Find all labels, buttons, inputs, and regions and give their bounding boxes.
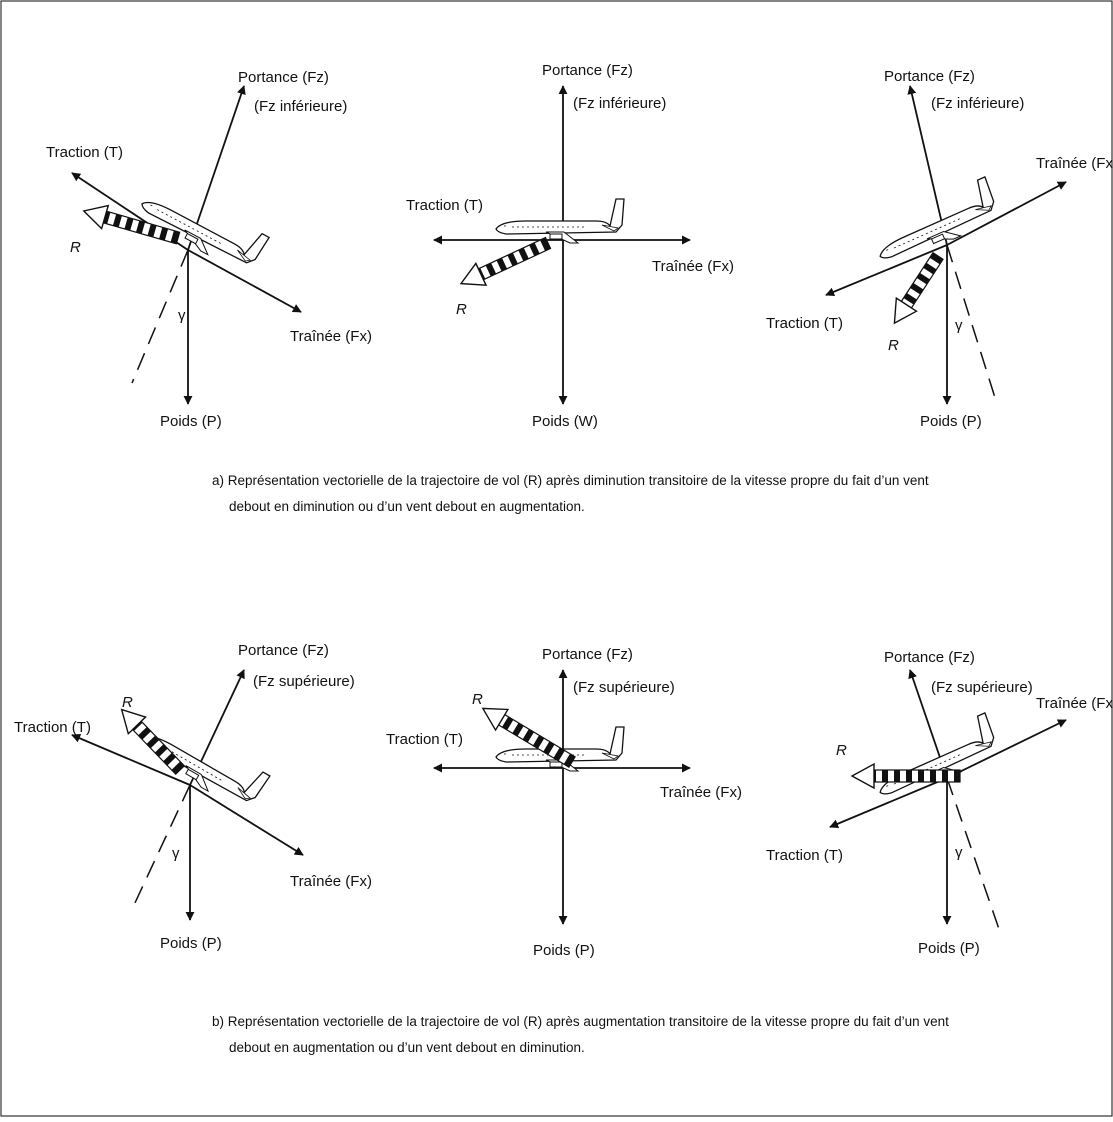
diagram-b3: Portance (Fz) (Fz supérieure) Traînée (F… — [766, 649, 1113, 957]
label-thrust: Traction (T) — [766, 847, 843, 864]
label-resultant: R — [836, 742, 847, 759]
resultant-vector — [850, 762, 961, 790]
diagram-b2: Portance (Fz) (Fz supérieure) R Traction… — [386, 646, 742, 959]
lift-arrow — [907, 85, 948, 246]
caption-a-line2: debout en diminution ou d’un vent debout… — [229, 499, 585, 514]
label-weight: Poids (P) — [160, 413, 222, 430]
diagram-a3: Portance (Fz) (Fz inférieure) Traînée (F… — [766, 68, 1113, 430]
diagram-b1: Portance (Fz) (Fz supérieure) R Traction… — [14, 642, 372, 952]
label-lift-note: (Fz supérieure) — [931, 679, 1033, 696]
label-drag: Traînée (Fx) — [1036, 155, 1113, 172]
resultant-vector — [120, 708, 186, 776]
label-lift-note: (Fz inférieure) — [254, 98, 347, 115]
label-lift: Portance (Fz) — [238, 69, 329, 86]
diagram-a2: Portance (Fz) (Fz inférieure) Traction (… — [406, 62, 734, 430]
label-thrust: Traction (T) — [406, 197, 483, 214]
label-lift: Portance (Fz) — [884, 649, 975, 666]
label-weight: Poids (P) — [920, 413, 982, 430]
label-resultant: R — [456, 301, 467, 318]
label-resultant: R — [472, 691, 483, 708]
airplane-icon — [867, 712, 1004, 806]
thrust-arrow — [829, 777, 948, 829]
flight-path-line — [133, 784, 191, 906]
label-lift-note: (Fz inférieure) — [573, 95, 666, 112]
label-lift: Portance (Fz) — [884, 68, 975, 85]
drag-arrow — [187, 249, 302, 313]
resultant-vector — [459, 236, 552, 286]
label-drag: Traînée (Fx) — [290, 328, 372, 345]
label-lift: Portance (Fz) — [542, 62, 633, 79]
label-drag: Traînée (Fx) — [652, 258, 734, 275]
thrust-arrow — [825, 244, 948, 297]
flight-path-line — [131, 249, 189, 384]
drag-arrow — [946, 181, 1067, 246]
label-resultant: R — [70, 239, 81, 256]
diagram-a1: Portance (Fz) (Fz inférieure) Traction (… — [46, 69, 372, 430]
label-thrust: Traction (T) — [766, 315, 843, 332]
label-gamma: γ — [172, 845, 180, 862]
label-lift: Portance (Fz) — [542, 646, 633, 663]
label-lift: Portance (Fz) — [238, 642, 329, 659]
label-thrust: Traction (T) — [386, 731, 463, 748]
label-thrust: Traction (T) — [14, 719, 91, 736]
drag-arrow — [946, 719, 1067, 779]
label-thrust: Traction (T) — [46, 144, 123, 161]
resultant-vector — [481, 707, 576, 768]
airplane-icon — [495, 198, 625, 244]
label-weight: Poids (P) — [160, 935, 222, 952]
lift-arrow — [187, 85, 246, 251]
label-weight: Poids (W) — [532, 413, 598, 430]
label-weight: Poids (P) — [918, 940, 980, 957]
label-gamma: γ — [955, 844, 963, 861]
label-lift-note: (Fz supérieure) — [573, 679, 675, 696]
resultant-vector — [82, 204, 181, 245]
caption-b-line2: debout en augmentation ou d’un vent debo… — [229, 1040, 585, 1055]
label-drag: Traînée (Fx) — [1036, 695, 1113, 712]
caption-b-line1: b) Représentation vectorielle de la traj… — [212, 1014, 949, 1029]
label-gamma: γ — [178, 307, 186, 324]
label-resultant: R — [122, 694, 133, 711]
caption-a-line1: a) Représentation vectorielle de la traj… — [212, 473, 929, 488]
thrust-arrow — [71, 734, 191, 786]
label-lift-note: (Fz inférieure) — [931, 95, 1024, 112]
drag-arrow — [189, 784, 304, 856]
resultant-vector — [893, 251, 944, 325]
label-drag: Traînée (Fx) — [290, 873, 372, 890]
airplane-icon — [136, 711, 271, 815]
label-weight: Poids (P) — [533, 942, 595, 959]
label-gamma: γ — [955, 317, 963, 334]
label-resultant: R — [888, 337, 899, 354]
label-lift-note: (Fz supérieure) — [253, 673, 355, 690]
label-drag: Traînée (Fx) — [660, 784, 742, 801]
